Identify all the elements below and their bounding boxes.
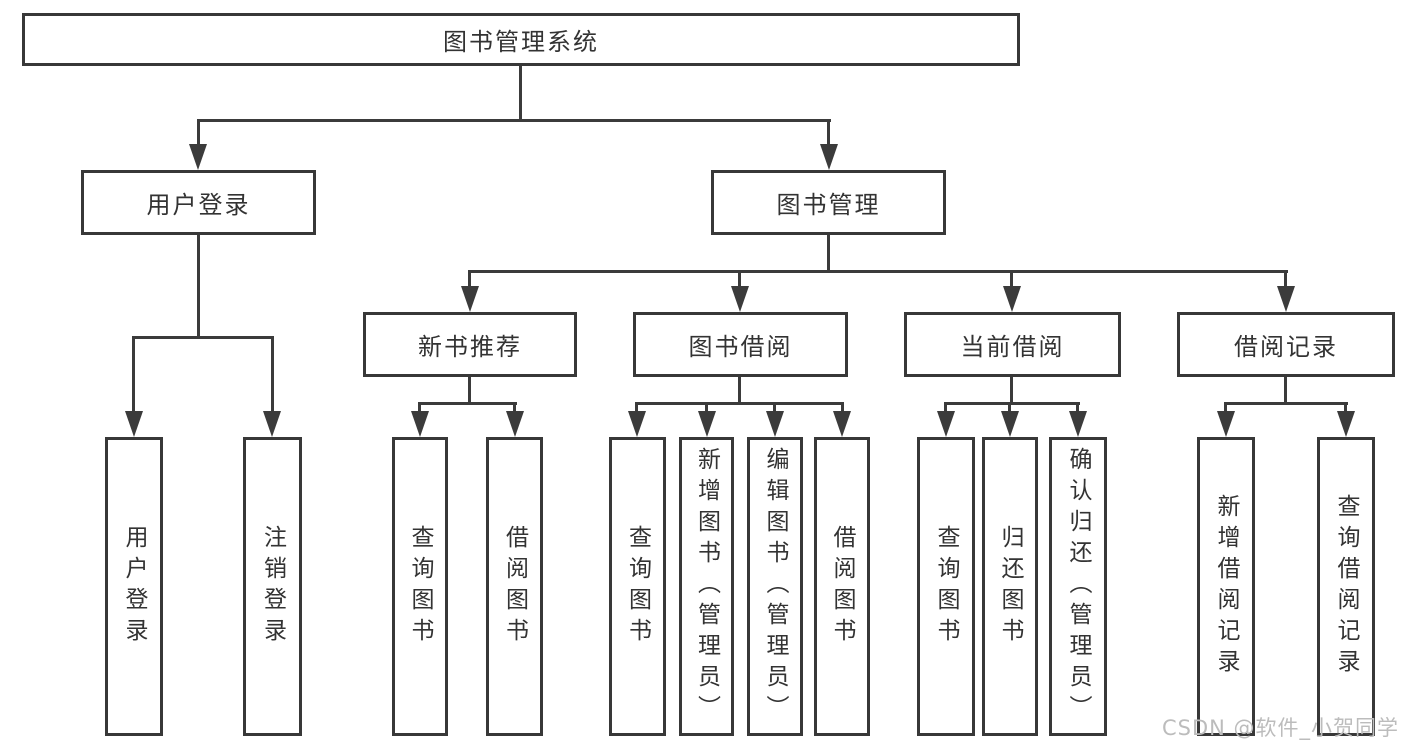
leaf-query-books-current: 查询图书 [917, 437, 975, 736]
connector-drop [635, 404, 638, 414]
connector-splitter-book-borrow [635, 402, 844, 405]
node-label: 归还图书 [997, 524, 1023, 649]
leaf-query-books-recommend: 查询图书 [392, 437, 448, 736]
connector-arrow [125, 411, 143, 437]
connector-arrow [263, 411, 281, 437]
connector-drop [738, 273, 741, 287]
connector-drop [1076, 404, 1079, 414]
node-borrow-records: 借阅记录 [1177, 312, 1395, 377]
connector-arrow [189, 144, 207, 170]
connector-drop [841, 404, 844, 414]
node-book-borrow: 图书借阅 [633, 312, 848, 377]
connector-drop [468, 273, 471, 287]
node-label: 图书管理 [776, 191, 881, 219]
node-user-login: 用户登录 [81, 170, 316, 235]
leaf-add-book-admin: 新增图书（管理员） [679, 437, 734, 736]
connector-drop [197, 121, 200, 145]
leaf-edit-book-admin: 编辑图书（管理员） [747, 437, 803, 736]
leaf-query-borrow-record: 查询借阅记录 [1317, 437, 1375, 736]
connector-splitter-new-book [418, 402, 517, 405]
node-label: 查询图书 [624, 524, 651, 649]
leaf-confirm-return-admin: 确认归还（管理员） [1049, 437, 1107, 736]
node-label: 查询图书 [933, 524, 959, 649]
connector-stem-root [519, 66, 522, 121]
node-label: 当前借阅 [960, 333, 1065, 361]
connector-stem-new-book [468, 377, 471, 404]
connector-arrow [411, 411, 429, 437]
node-label: 查询借阅记录 [1333, 493, 1359, 680]
connector-drop [1344, 404, 1347, 414]
connector-arrow [698, 411, 716, 437]
leaf-borrow-books-recommend: 借阅图书 [486, 437, 543, 736]
connector-drop [773, 404, 776, 414]
node-label: 借阅图书 [829, 524, 855, 649]
connector-stem-current-borrow [1010, 377, 1013, 404]
connector-stem-book-borrow [738, 377, 741, 404]
connector-arrow [1277, 286, 1295, 312]
connector-drop [132, 339, 135, 411]
connector-stem-user-login [197, 235, 200, 338]
connector-drop [705, 404, 708, 414]
connector-arrow [1217, 411, 1235, 437]
watermark: CSDN @软件_小贺同学 [1162, 716, 1400, 740]
connector-drop [1010, 273, 1013, 287]
node-label: 图书借阅 [688, 333, 793, 361]
leaf-borrow-books: 借阅图书 [814, 437, 870, 736]
node-label: 查询图书 [407, 524, 433, 649]
connector-stem-book-management [827, 235, 830, 272]
connector-splitter-level2 [197, 119, 831, 122]
connector-splitter-user-login [132, 336, 274, 339]
node-label: 注销登录 [259, 524, 286, 649]
node-label: 借阅图书 [501, 524, 528, 649]
connector-drop [418, 404, 421, 414]
connector-arrow [1337, 411, 1355, 437]
connector-arrow [1001, 411, 1019, 437]
node-book-management: 图书管理 [711, 170, 946, 235]
leaf-return-book: 归还图书 [982, 437, 1038, 736]
leaf-logout: 注销登录 [243, 437, 302, 736]
node-label: 借阅记录 [1234, 333, 1338, 361]
connector-arrow [937, 411, 955, 437]
node-label: 用户登录 [146, 191, 251, 219]
connector-drop [944, 404, 947, 414]
leaf-query-books-borrow: 查询图书 [609, 437, 666, 736]
node-current-borrow: 当前借阅 [904, 312, 1121, 377]
connector-drop [1224, 404, 1227, 414]
node-label: 用户登录 [121, 524, 147, 649]
connector-splitter-borrow-records [1224, 402, 1348, 405]
connector-arrow [1003, 286, 1021, 312]
connector-arrow [1069, 411, 1087, 437]
connector-arrow [461, 286, 479, 312]
connector-stem-borrow-records [1284, 377, 1287, 404]
connector-drop [827, 121, 830, 145]
connector-arrow [766, 411, 784, 437]
connector-drop [1008, 404, 1011, 414]
node-label: 新增图书（管理员） [693, 447, 720, 726]
connector-splitter-level3 [468, 270, 1288, 273]
node-label: 新增借阅记录 [1213, 493, 1239, 680]
connector-arrow [820, 144, 838, 170]
connector-drop [271, 339, 274, 411]
connector-arrow [506, 411, 524, 437]
connector-drop [1284, 273, 1287, 287]
node-label: 图书管理系统 [443, 28, 599, 56]
leaf-user-login: 用户登录 [105, 437, 163, 736]
connector-arrow [628, 411, 646, 437]
node-label: 确认归还（管理员） [1065, 447, 1091, 726]
connector-arrow [731, 286, 749, 312]
connector-splitter-current-borrow [944, 402, 1080, 405]
node-label: 编辑图书（管理员） [762, 447, 788, 726]
leaf-add-borrow-record: 新增借阅记录 [1197, 437, 1255, 736]
connector-drop [513, 404, 516, 414]
node-new-book-recommend: 新书推荐 [363, 312, 577, 377]
connector-arrow [833, 411, 851, 437]
node-root: 图书管理系统 [22, 13, 1020, 66]
node-label: 新书推荐 [418, 333, 522, 361]
